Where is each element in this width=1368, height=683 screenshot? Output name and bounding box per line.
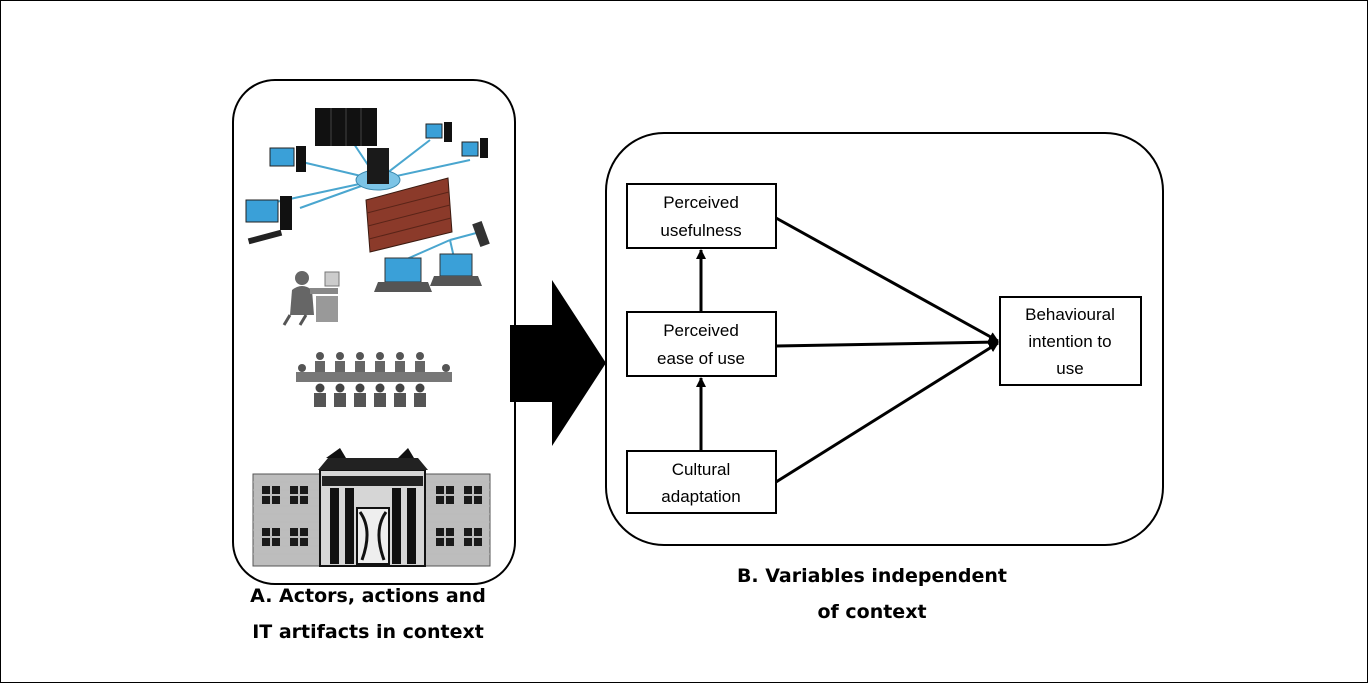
node-perceived-usefulness: Perceived usefulness [626, 183, 777, 249]
meeting-group-icon [296, 352, 452, 407]
node-label-line: use [1056, 359, 1083, 378]
caption-a-line1: A. Actors, actions and [250, 585, 486, 607]
transition-arrow [510, 280, 606, 446]
caption-b-line1: B. Variables independent [737, 565, 1007, 587]
node-behavioural-intention: Behavioural intention to use [999, 296, 1142, 386]
panel-b: Perceived usefulness Perceived ease of u… [605, 132, 1164, 546]
node-label-line: ease of use [657, 349, 745, 368]
node-label-line: Behavioural [1025, 305, 1115, 324]
node-cultural-adaptation: Cultural adaptation [626, 450, 777, 514]
node-label-line: usefulness [660, 221, 741, 240]
node-label-line: Perceived [663, 321, 739, 340]
laptops-icon [374, 221, 490, 292]
edge-usefulness-to-intention [775, 216, 999, 343]
node-perceived-ease-of-use: Perceived ease of use [626, 311, 777, 377]
panel-a [232, 79, 516, 585]
node-label-line: Cultural [672, 460, 731, 479]
edge-ease-to-intention [775, 337, 999, 348]
firewall-icon [365, 177, 453, 253]
caption-b-line2: of context [817, 601, 926, 623]
caption-a-line2: IT artifacts in context [252, 621, 484, 643]
office-worker-icon [282, 271, 340, 326]
node-label-line: adaptation [661, 487, 740, 506]
edge-cultural-to-intention [775, 341, 999, 484]
institution-building-icon [252, 448, 491, 567]
node-label-line: Perceived [663, 193, 739, 212]
node-label-line: intention to [1028, 332, 1111, 351]
